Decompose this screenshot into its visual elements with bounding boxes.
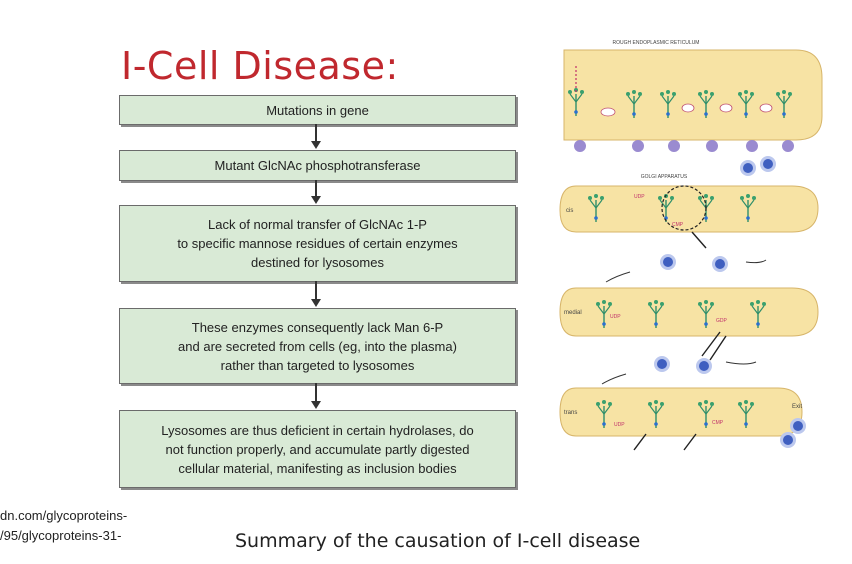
medial-label: medial: [564, 310, 582, 316]
trans-label: trans: [564, 410, 577, 416]
ribosomes: [574, 140, 794, 152]
source-url-line-2: /95/glycoproteins-31-: [0, 528, 122, 543]
source-url-line-1: dn.com/glycoproteins-: [0, 508, 128, 523]
flow-box-4-text: These enzymes consequently lack Man 6-P …: [178, 319, 457, 373]
flow-box-3-text: Lack of normal transfer of GlcNAc 1-P to…: [177, 217, 458, 270]
flow-box-1: Mutations in gene: [119, 95, 516, 125]
golgi-label: GOLGI APPARATUS: [641, 174, 688, 180]
rer-glycans: [567, 66, 793, 119]
glycoprotein-processing-diagram: ROUGH ENDOPLASMIC RETICULUM GOLGI APPARA…: [559, 40, 823, 451]
rer-membrane: [563, 49, 823, 141]
medial-glycans: UDP GDP: [595, 299, 767, 361]
trans-cmp-label: CMP: [712, 420, 724, 426]
medial-gdp-label: GDP: [716, 318, 728, 324]
flow-box-3: Lack of normal transfer of GlcNAc 1-P to…: [119, 205, 516, 282]
golgi-trans-cisterna: [559, 387, 803, 437]
medial-udp-label: UDP: [610, 314, 621, 320]
golgi-medial-cisterna: [559, 287, 819, 337]
exit-label: Exit: [792, 404, 802, 410]
cis-glycans: UDP CMP: [587, 185, 757, 249]
cis-cmp-label: CMP: [672, 222, 684, 228]
flow-box-2-text: Mutant GlcNAc phosphotransferase: [214, 158, 421, 173]
rer-label: ROUGH ENDOPLASMIC RETICULUM: [613, 40, 700, 46]
cis-label: cis: [566, 208, 573, 214]
cis-udp-label: UDP: [634, 194, 645, 200]
figure-caption: Summary of the causation of I-cell disea…: [235, 530, 641, 552]
flow-box-5: Lysosomes are thus deficient in certain …: [119, 410, 516, 488]
flow-box-4: These enzymes consequently lack Man 6-P …: [119, 308, 516, 384]
flow-box-1-text: Mutations in gene: [266, 102, 369, 118]
slide-title: I-Cell Disease:: [121, 44, 399, 88]
trans-udp-label: UDP: [614, 422, 625, 428]
flow-box-2: Mutant GlcNAc phosphotransferase: [119, 150, 516, 181]
golgi-cis-cisterna: [559, 185, 819, 233]
flow-box-5-text: Lysosomes are thus deficient in certain …: [161, 422, 474, 476]
trans-glycans: UDP CMP: [595, 399, 755, 451]
